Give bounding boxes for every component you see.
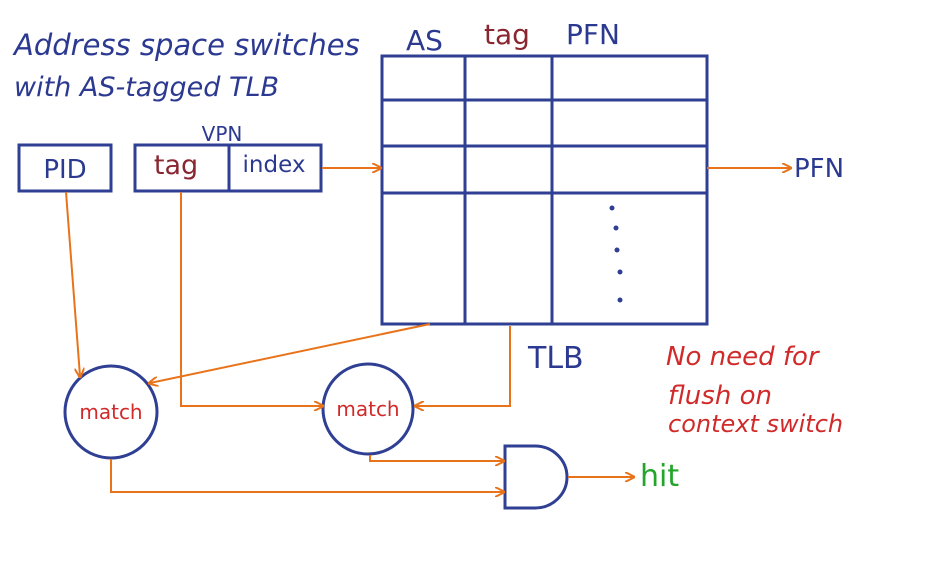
tlb-ellipsis-dots — [609, 205, 623, 303]
tlb-table — [380, 54, 709, 326]
pfn-output-label: PFN — [794, 154, 844, 184]
tlb-label: TLB — [527, 341, 584, 376]
match-as-to-gate-arrow — [110, 459, 503, 492]
tlb-as-to-match-arrow — [150, 323, 431, 383]
and-gate — [503, 444, 569, 510]
title-line-2: with AS-tagged TLB — [14, 72, 279, 103]
pid-to-match-arrow — [65, 191, 80, 376]
hit-label: hit — [640, 459, 679, 494]
note-line-3: context switch — [668, 410, 843, 438]
tlb-header-tag: tag — [484, 18, 530, 51]
vpn-index-label: index — [243, 152, 306, 178]
match-circle-as — [63, 364, 159, 460]
pid-box — [17, 143, 113, 193]
title-line-1: Address space switches — [12, 28, 360, 62]
vpn-tag-label: tag — [154, 150, 198, 181]
match-tag-to-gate-arrow — [369, 455, 503, 461]
pid-label: PID — [43, 155, 86, 185]
match-label-tag: match — [336, 397, 399, 421]
tlb-border — [380, 54, 709, 326]
tag-to-match-arrow — [180, 192, 322, 406]
note-line-1: No need for — [666, 342, 821, 372]
tlb-header-as: AS — [406, 24, 443, 57]
match-label-as: match — [79, 400, 142, 424]
vpn-label: VPN — [202, 122, 243, 146]
tlb-tag-to-match-arrow — [416, 326, 511, 406]
tlb-header-pfn: PFN — [566, 18, 620, 51]
note-line-2: flush on — [668, 381, 772, 411]
